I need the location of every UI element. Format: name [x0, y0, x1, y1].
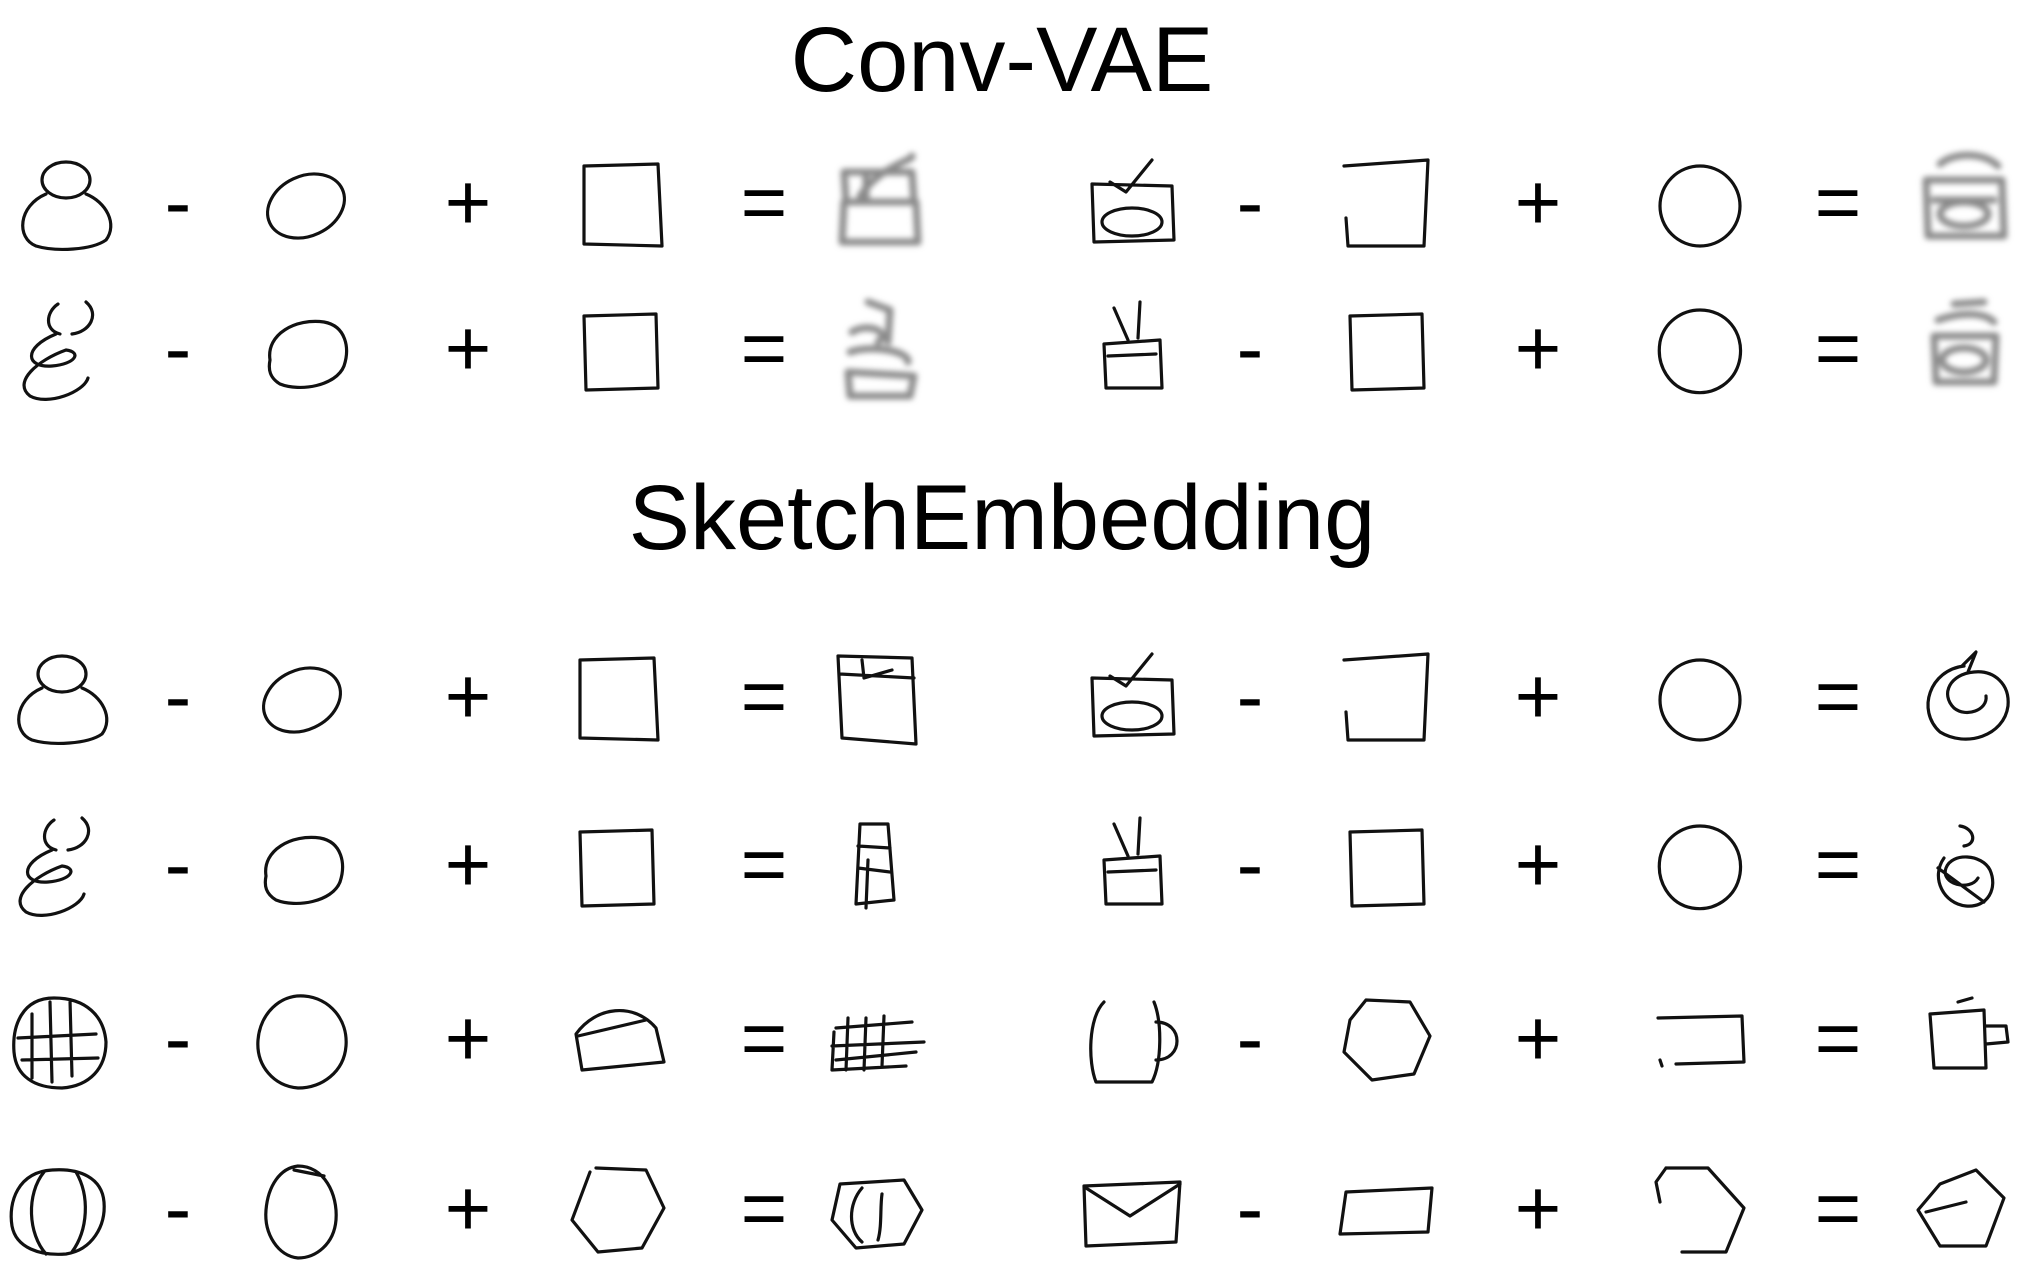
operator-r5-left-2: + — [445, 994, 492, 1083]
sketch-r1-right-2 — [1342, 158, 1430, 248]
operator-r2-right-3: = — [1815, 304, 1862, 393]
sketch-r1-left-2 — [265, 172, 347, 240]
section-title-sketchembedding: SketchEmbedding — [628, 467, 1376, 569]
operator-r6-right-1: - — [1237, 1164, 1264, 1253]
sketch-r2-right-1 — [1102, 300, 1164, 390]
operator-r3-left-3: = — [741, 652, 788, 741]
operator-r5-left-3: = — [741, 994, 788, 1083]
sketch-r1-left-4 — [838, 152, 922, 246]
operator-r1-right-3: = — [1815, 158, 1862, 247]
sketch-r4-left-1 — [18, 816, 91, 917]
sketch-r6-right-1 — [1082, 1180, 1182, 1248]
sketch-r3-left-4 — [836, 654, 918, 746]
sketch-r6-right-3 — [1654, 1166, 1746, 1254]
operator-r4-left-3: = — [741, 820, 788, 909]
sketch-r1-right-4 — [1922, 151, 2008, 240]
sketch-r5-right-1 — [1089, 1000, 1179, 1084]
operator-r3-right-2: + — [1515, 652, 1562, 741]
sketch-r1-right-1 — [1090, 158, 1176, 244]
sketch-r2-right-2 — [1348, 312, 1426, 392]
sketch-r3-right-3 — [1658, 658, 1742, 742]
sketch-r5-left-3 — [574, 1008, 666, 1072]
operator-r3-right-3: = — [1815, 652, 1862, 741]
section-title-conv-vae: Conv-VAE — [790, 9, 1214, 111]
operator-r6-left-2: + — [445, 1164, 492, 1253]
sketch-r6-right-2 — [1338, 1186, 1434, 1236]
sketch-r1-right-3 — [1658, 164, 1742, 248]
sketch-r4-right-1 — [1102, 816, 1164, 906]
operator-r2-right-1: - — [1237, 304, 1264, 393]
operator-r5-right-2: + — [1515, 994, 1562, 1083]
operator-r2-left-3: = — [741, 304, 788, 393]
operator-r3-left-2: + — [445, 652, 492, 741]
operator-r1-right-1: - — [1237, 158, 1264, 247]
sketch-r6-left-3 — [570, 1166, 666, 1254]
operator-r2-left-2: + — [445, 304, 492, 393]
sketch-r3-left-3 — [578, 656, 660, 742]
operator-r6-right-3: = — [1815, 1164, 1862, 1253]
operator-r2-right-2: + — [1515, 304, 1562, 393]
operator-r5-right-3: = — [1815, 994, 1862, 1083]
sketch-r3-left-2 — [261, 666, 343, 734]
operator-r4-right-2: + — [1515, 820, 1562, 909]
sketch-r5-right-2 — [1342, 998, 1432, 1082]
sketch-r2-left-3 — [582, 312, 660, 392]
sketch-r4-left-4 — [854, 822, 896, 910]
operator-r3-left-1: - — [165, 652, 192, 741]
operator-r1-left-1: - — [165, 158, 192, 247]
sketch-r1-left-3 — [582, 162, 664, 248]
sketch-r6-left-4 — [830, 1178, 924, 1250]
sketch-r1-left-1 — [21, 160, 113, 251]
sketch-r4-left-3 — [578, 828, 656, 908]
sketch-r4-left-2 — [263, 835, 345, 905]
sketch-r2-left-1 — [22, 300, 95, 401]
operator-r5-left-1: - — [165, 994, 192, 1083]
operator-r4-right-3: = — [1815, 820, 1862, 909]
sketch-r5-left-1 — [12, 996, 108, 1090]
operator-r6-right-2: + — [1515, 1164, 1562, 1253]
sketch-r5-left-4 — [830, 1014, 926, 1072]
sketch-r5-left-2 — [256, 994, 348, 1090]
operator-r1-left-2: + — [445, 158, 492, 247]
sketch-r3-right-4 — [1926, 650, 2010, 741]
sketch-r2-left-2 — [267, 319, 349, 389]
sketch-r6-left-2 — [264, 1164, 338, 1260]
operator-r4-right-1: - — [1237, 820, 1264, 909]
sketch-r3-left-1 — [17, 654, 109, 745]
sketch-r4-right-2 — [1348, 828, 1426, 908]
sketch-r5-right-4 — [1928, 996, 2010, 1070]
operator-r2-left-1: - — [165, 304, 192, 393]
sketch-r3-right-1 — [1090, 652, 1176, 738]
operator-r6-left-3: = — [741, 1164, 788, 1253]
sketch-r5-right-3 — [1656, 1014, 1746, 1068]
sketch-r2-right-3 — [1657, 308, 1743, 395]
sketch-r6-left-1 — [9, 1168, 106, 1256]
operator-r5-right-1: - — [1237, 994, 1264, 1083]
sketch-r6-right-4 — [1916, 1168, 2006, 1248]
operator-r1-right-2: + — [1515, 158, 1562, 247]
sketch-r4-right-4 — [1936, 824, 1995, 908]
operator-r3-right-1: - — [1237, 652, 1264, 741]
operator-r6-left-1: - — [165, 1164, 192, 1253]
operator-r4-left-1: - — [165, 820, 192, 909]
operator-r4-left-2: + — [445, 820, 492, 909]
sketch-r2-right-4 — [1930, 298, 2000, 386]
sketch-r2-left-4 — [844, 298, 918, 400]
sketch-r4-right-3 — [1657, 824, 1743, 911]
sketch-r3-right-2 — [1342, 652, 1430, 742]
operator-r1-left-3: = — [741, 158, 788, 247]
